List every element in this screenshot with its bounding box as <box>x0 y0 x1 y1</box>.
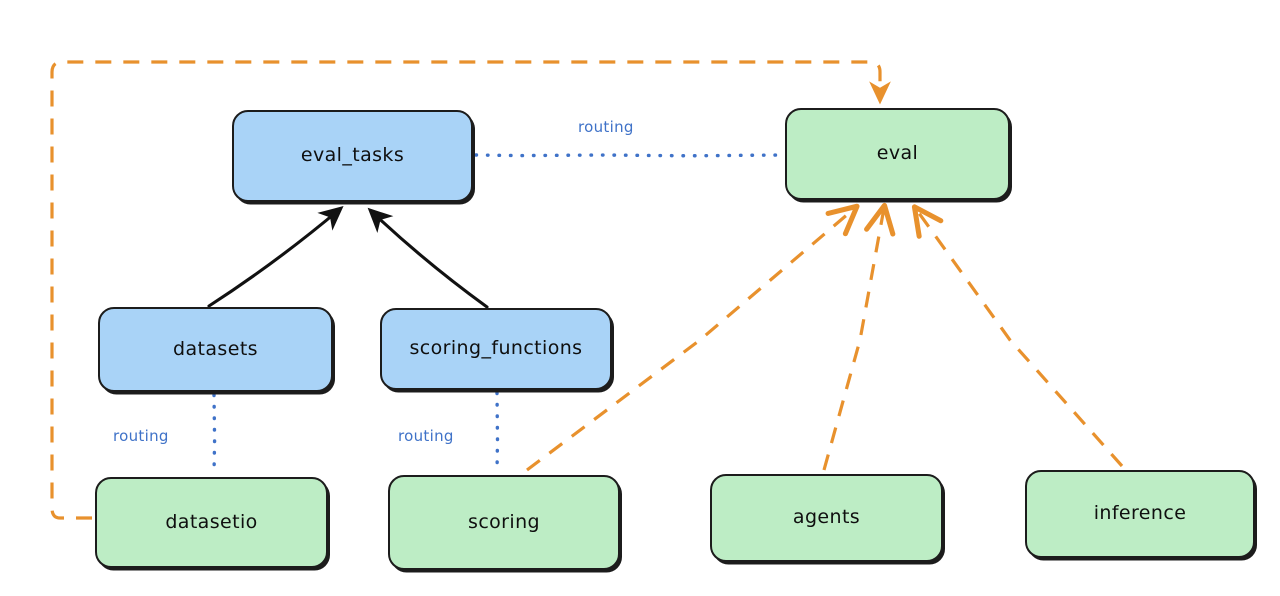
node-datasetio[interactable]: datasetio <box>95 477 328 568</box>
edge-label-routing-scoring-functions: routing <box>398 427 454 445</box>
node-label-scoring-functions: scoring_functions <box>409 337 583 359</box>
node-eval[interactable]: eval <box>785 108 1010 200</box>
node-scoring[interactable]: scoring <box>388 475 620 570</box>
node-agents[interactable]: agents <box>710 474 943 562</box>
node-label-datasets: datasets <box>173 337 258 360</box>
edge-label-routing-datasets: routing <box>113 427 169 445</box>
node-label-datasetio: datasetio <box>165 510 258 533</box>
node-label-inference: inference <box>1093 502 1187 524</box>
node-label-scoring: scoring <box>468 510 540 533</box>
node-eval-tasks[interactable]: eval_tasks <box>232 110 473 202</box>
node-inference[interactable]: inference <box>1025 470 1255 558</box>
edge-label-routing-eval-tasks: routing <box>578 118 634 136</box>
node-label-eval-tasks: eval_tasks <box>300 144 405 166</box>
node-datasets[interactable]: datasets <box>98 307 333 392</box>
node-scoring-functions[interactable]: scoring_functions <box>380 308 612 390</box>
node-label-agents: agents <box>792 506 861 528</box>
node-label-eval: eval <box>876 142 919 164</box>
